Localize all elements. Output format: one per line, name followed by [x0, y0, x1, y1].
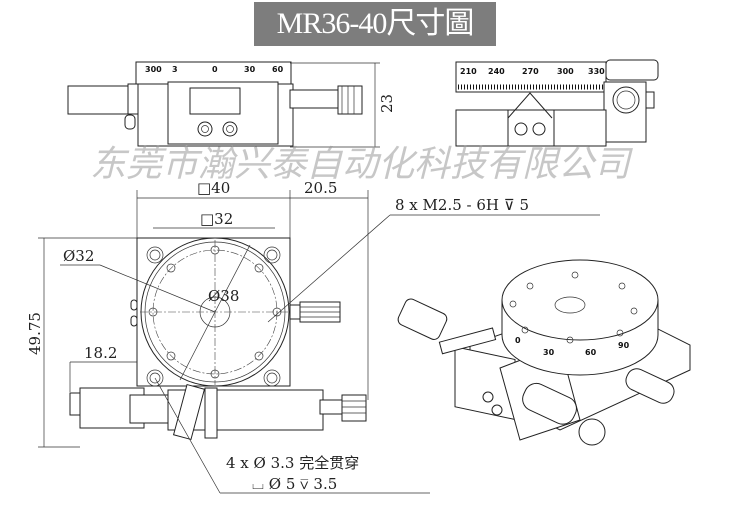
diameter-outer-dimension: Ø38: [208, 287, 239, 305]
diameter-inner-dimension: Ø32: [63, 247, 94, 265]
scale-label: 90: [618, 341, 630, 350]
scale-label: 240: [488, 67, 505, 76]
width-outer-dimension: □40: [197, 179, 230, 197]
scale-label: 0: [515, 336, 521, 345]
scale-label: 270: [522, 67, 539, 76]
isometric-view: 0 30 60 90: [397, 259, 691, 446]
top-view: □40 20.5 □32: [26, 179, 600, 494]
scale-label: 300: [557, 67, 574, 76]
tapped-holes-callout: 8 x M2.5 - 6H ⊽ 5: [395, 196, 529, 214]
micrometer-offset-dimension: 18.2: [84, 344, 117, 362]
scale-label: 210: [460, 67, 477, 76]
scale-label: 3: [172, 65, 178, 74]
through-holes-callout: 4 x Ø 3.3 完全贯穿: [226, 454, 359, 472]
scale-label: 300: [145, 65, 162, 74]
drawing-title: MR36-40尺寸圖: [254, 2, 496, 46]
side-view-left: 300 3 0 30 60 23: [67, 61, 396, 148]
counterbore-callout: ⌴ Ø 5 ⊽ 3.5: [252, 475, 337, 493]
total-height-dimension: 49.75: [26, 312, 44, 355]
scale-label: 0: [212, 65, 218, 74]
width-inner-dimension: □32: [200, 210, 233, 228]
scale-label: 330: [588, 67, 605, 76]
scale-label: 30: [543, 348, 555, 357]
offset-dimension: 20.5: [304, 179, 337, 197]
scale-label: 30: [244, 65, 256, 74]
height-dimension: 23: [378, 94, 396, 113]
scale-label: 60: [585, 348, 597, 357]
company-watermark: 东莞市瀚兴泰自动化科技有限公司: [90, 144, 633, 185]
scale-label: 60: [272, 65, 284, 74]
side-view-right: 210 240 270 300 330: [455, 59, 659, 147]
